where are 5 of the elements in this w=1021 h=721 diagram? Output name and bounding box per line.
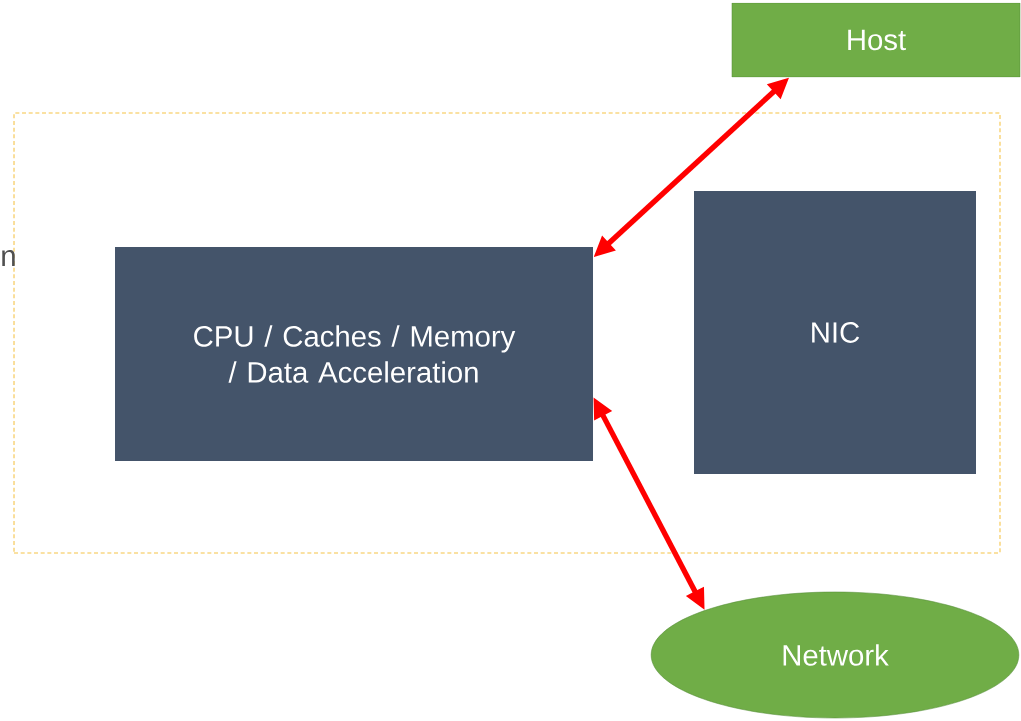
dashed-frame [13, 112, 1001, 554]
label-text: n [2, 250, 15, 266]
process-box: CPU / Caches / Memory / Data Acceleration [115, 247, 593, 461]
host-box: Host [731, 2, 1021, 78]
process-box: NIC [694, 191, 976, 474]
